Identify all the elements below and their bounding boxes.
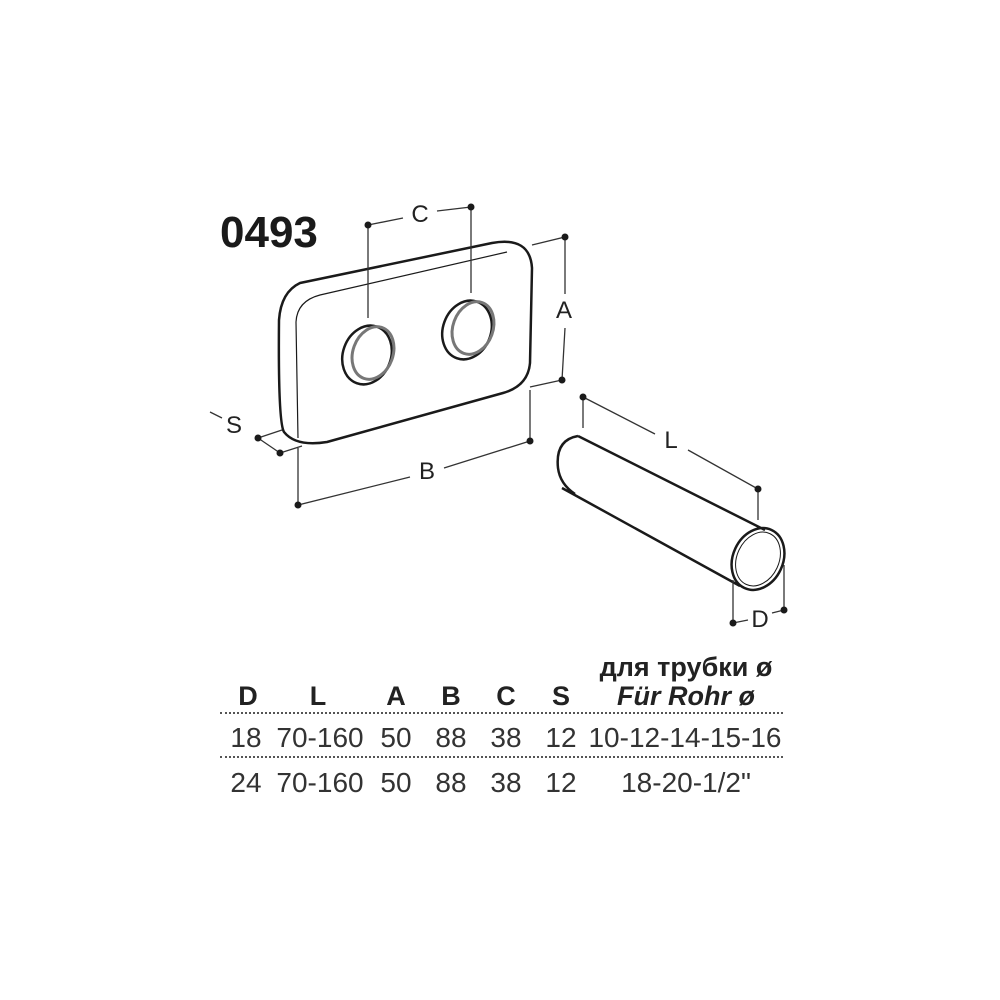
header-b: B bbox=[441, 681, 461, 711]
row2-a: 50 bbox=[380, 767, 412, 798]
dimension-lines bbox=[209, 206, 785, 624]
row1-d: 18 bbox=[230, 722, 262, 753]
row2-l: 70-160 bbox=[276, 767, 364, 798]
header-c: C bbox=[496, 681, 516, 711]
row1-s: 12 bbox=[545, 722, 577, 753]
product-code: 0493 bbox=[220, 208, 318, 257]
divider bbox=[220, 712, 783, 714]
row1-l: 70-160 bbox=[276, 722, 364, 753]
header-d: D bbox=[238, 681, 258, 711]
cover-plate-outline bbox=[277, 240, 534, 445]
row1-pipe: 10-12-14-15-16 bbox=[588, 722, 782, 753]
tube-end bbox=[730, 526, 786, 592]
pipe-header-ru: для трубки ø bbox=[599, 652, 773, 682]
header-a: A bbox=[386, 681, 406, 711]
row2-d: 24 bbox=[230, 767, 262, 798]
dim-label-b: B bbox=[418, 458, 436, 485]
row1-a: 50 bbox=[380, 722, 412, 753]
dim-label-d: D bbox=[751, 606, 769, 633]
row2-b: 88 bbox=[435, 767, 467, 798]
dim-label-s: S bbox=[225, 412, 243, 439]
row2-s: 12 bbox=[545, 767, 577, 798]
dim-label-l: L bbox=[664, 427, 678, 454]
dimension-dots bbox=[254, 203, 788, 627]
pipe-header-de: Für Rohr ø bbox=[617, 681, 755, 711]
tube-body bbox=[556, 434, 766, 588]
divider bbox=[220, 756, 783, 758]
row1-b: 88 bbox=[435, 722, 467, 753]
dim-label-a: A bbox=[555, 297, 573, 324]
dim-label-c: C bbox=[411, 201, 429, 228]
row2-pipe: 18-20-1/2" bbox=[621, 767, 751, 798]
header-l: L bbox=[309, 681, 327, 711]
row1-c: 38 bbox=[490, 722, 522, 753]
header-s: S bbox=[551, 681, 571, 711]
cover-plate-face bbox=[295, 251, 508, 439]
row2-c: 38 bbox=[490, 767, 522, 798]
